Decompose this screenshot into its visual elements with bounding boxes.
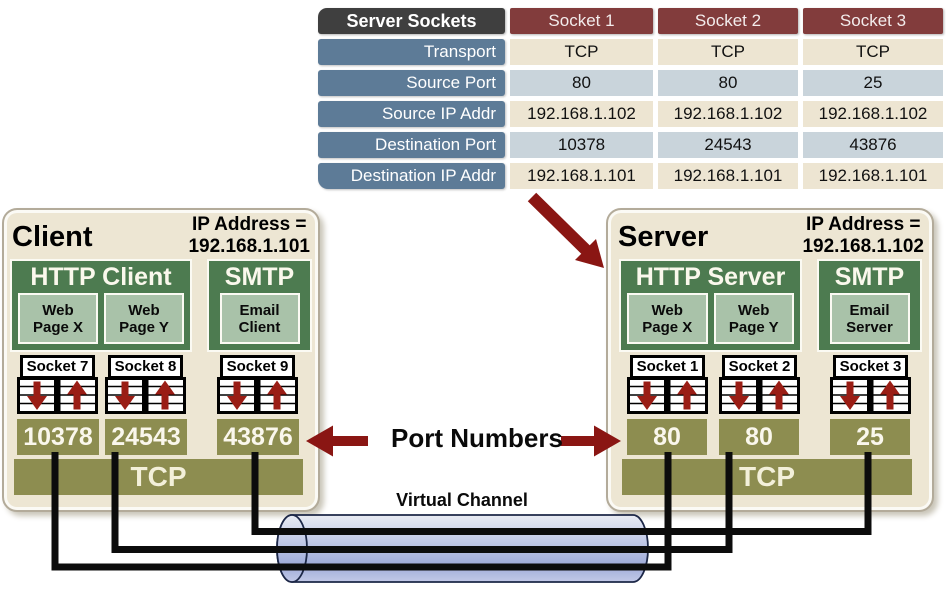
socket-label: Socket 2 <box>722 355 797 379</box>
table-cell: 24543 <box>658 132 798 158</box>
module-web-page-y: Web Page Y <box>713 293 794 344</box>
port-box-10378: 10378 <box>17 419 99 455</box>
module-line: Web <box>651 301 683 319</box>
module-email-client: Email Client <box>219 293 300 344</box>
row-label-transport: Transport <box>318 39 505 65</box>
socket-buffer-icon <box>217 377 298 414</box>
client-ip-address: IP Address = 192.168.1.101 <box>188 214 310 258</box>
table-title: Server Sockets <box>318 8 505 34</box>
port-box-25: 25 <box>830 419 910 455</box>
row-label-source-ip: Source IP Addr <box>318 101 505 127</box>
app-name: HTTP Client <box>30 263 172 291</box>
table-cell: 25 <box>803 70 943 96</box>
ip-value: 192.168.1.102 <box>802 236 924 257</box>
module-line: Web <box>128 301 160 319</box>
module-line: Server <box>846 318 893 336</box>
port-box-80-1: 80 <box>627 419 707 455</box>
socket-9-widget: Socket 9 <box>217 355 298 414</box>
http-server-app: HTTP Server Web Page X Web Page Y <box>619 259 802 352</box>
table-cell: 10378 <box>510 132 653 158</box>
socket-2-widget: Socket 2 <box>719 355 800 414</box>
app-name: HTTP Server <box>635 263 786 291</box>
ip-value: 192.168.1.101 <box>188 236 310 257</box>
socket-buffer-icon <box>830 377 911 414</box>
socket-7-widget: Socket 7 <box>17 355 98 414</box>
ip-label: IP Address = <box>805 214 921 235</box>
table-to-server-arrow-icon <box>527 192 604 268</box>
ip-label: IP Address = <box>191 214 307 235</box>
table-cell: 192.168.1.102 <box>803 101 943 127</box>
module-line: Page X <box>642 318 693 336</box>
smtp-server-app: SMTP Email Server <box>817 259 922 352</box>
module-line: Page X <box>32 318 84 336</box>
socket-label: Socket 1 <box>630 355 705 379</box>
module-web-page-x: Web Page X <box>18 293 98 344</box>
table-cell: 192.168.1.101 <box>510 163 653 189</box>
table-cell: TCP <box>510 39 653 65</box>
socket-1-widget: Socket 1 <box>627 355 708 414</box>
module-line: Web <box>738 301 770 319</box>
socket-buffer-icon <box>719 377 800 414</box>
table-cell: 80 <box>658 70 798 96</box>
module-line: Page Y <box>119 318 169 336</box>
virtual-channel-cylinder <box>276 514 649 583</box>
socket-label: Socket 3 <box>833 355 908 379</box>
table-cell: 192.168.1.101 <box>803 163 943 189</box>
table-cell: 43876 <box>803 132 943 158</box>
column-header-socket-2: Socket 2 <box>658 8 798 34</box>
socket-buffer-icon <box>627 377 708 414</box>
socket-3-widget: Socket 3 <box>830 355 911 414</box>
module-web-page-x: Web Page X <box>627 293 708 344</box>
table-cell: 192.168.1.101 <box>658 163 798 189</box>
app-modules: Web Page X Web Page Y <box>621 293 800 344</box>
port-box-43876: 43876 <box>217 419 299 455</box>
port-box-24543: 24543 <box>105 419 187 455</box>
module-email-server: Email Server <box>829 293 910 344</box>
socket-buffer-icon <box>17 377 98 414</box>
port-numbers-label: Port Numbers <box>391 423 563 453</box>
client-tcp-bar: TCP <box>14 459 303 495</box>
smtp-client-app: SMTP Email Client <box>207 259 312 352</box>
server-sockets-table: Server Sockets Socket 1 Socket 2 Socket … <box>318 8 943 189</box>
module-line: Email <box>849 301 890 319</box>
socket-label: Socket 9 <box>220 355 295 379</box>
table-cell: TCP <box>803 39 943 65</box>
virtual-channel-label: Virtual Channel <box>396 490 528 510</box>
table-cell: TCP <box>658 39 798 65</box>
port-box-80-2: 80 <box>719 419 799 455</box>
row-label-source-port: Source Port <box>318 70 505 96</box>
server-title: Server <box>618 221 709 253</box>
app-modules: Web Page X Web Page Y <box>12 293 190 344</box>
column-header-socket-1: Socket 1 <box>510 8 653 34</box>
module-web-page-y: Web Page Y <box>104 293 184 344</box>
http-client-app: HTTP Client Web Page X Web Page Y <box>10 259 192 352</box>
module-line: Email <box>239 301 280 319</box>
row-label-destination-port: Destination Port <box>318 132 505 158</box>
table-cell: 192.168.1.102 <box>510 101 653 127</box>
table-cell: 192.168.1.102 <box>658 101 798 127</box>
column-header-socket-3: Socket 3 <box>803 8 943 34</box>
server-box: Server IP Address = 192.168.1.102 HTTP S… <box>606 208 934 512</box>
table-cell: 80 <box>510 70 653 96</box>
app-modules: Email Server <box>819 293 920 344</box>
module-line: Client <box>238 318 281 336</box>
server-tcp-bar: TCP <box>622 459 912 495</box>
server-ip-address: IP Address = 192.168.1.102 <box>802 214 924 258</box>
client-title: Client <box>12 221 93 253</box>
socket-label: Socket 8 <box>108 355 183 379</box>
socket-label: Socket 7 <box>20 355 95 379</box>
client-box: Client IP Address = 192.168.1.101 HTTP C… <box>2 208 320 512</box>
socket-buffer-icon <box>105 377 186 414</box>
module-line: Web <box>42 301 74 319</box>
module-line: Page Y <box>728 318 779 336</box>
row-label-destination-ip: Destination IP Addr <box>318 163 505 189</box>
socket-8-widget: Socket 8 <box>105 355 186 414</box>
app-name: SMTP <box>834 263 905 291</box>
app-name: SMTP <box>224 263 295 291</box>
app-modules: Email Client <box>209 293 310 344</box>
